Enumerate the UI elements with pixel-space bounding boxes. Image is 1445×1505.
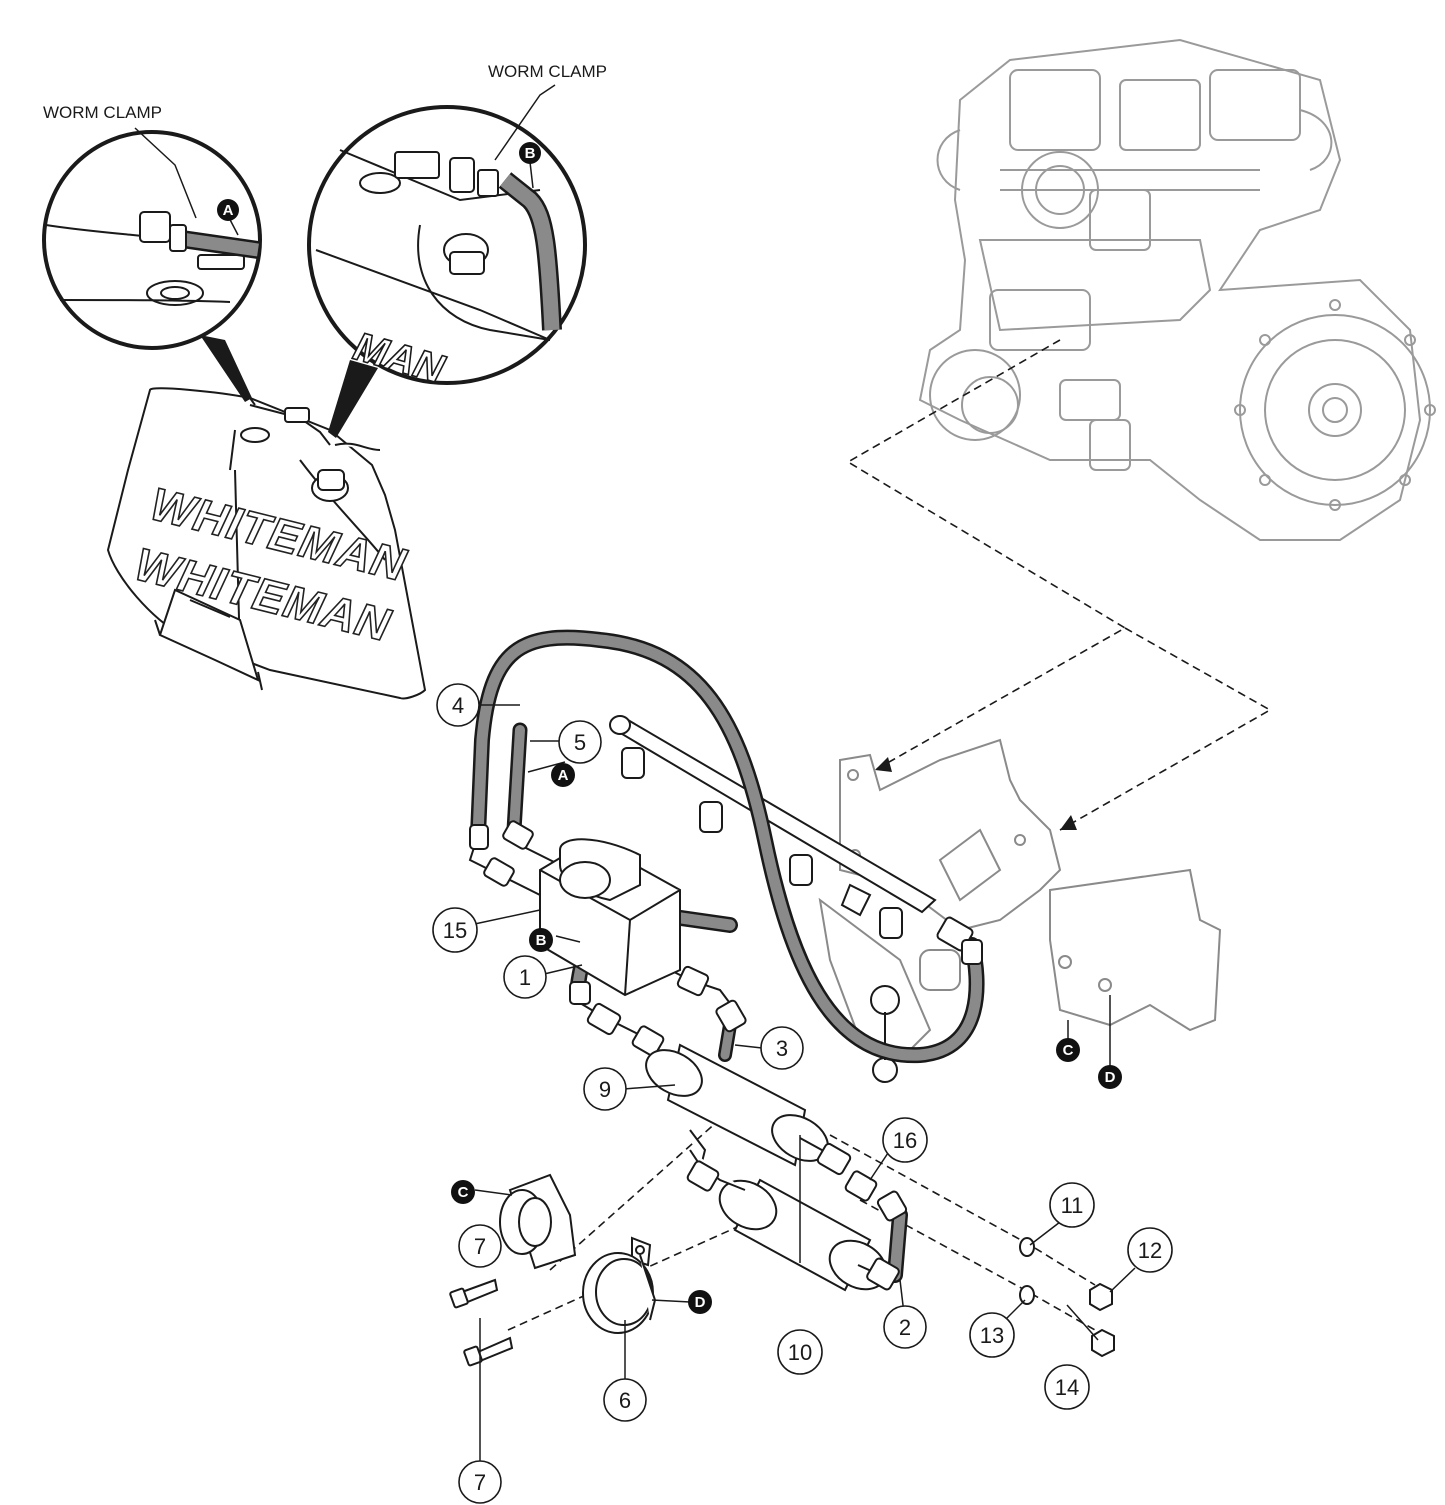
rubber-mount-c: [499, 1173, 577, 1270]
svg-text:7: 7: [474, 1470, 486, 1495]
engine-illustration: [918, 38, 1436, 541]
svg-text:1: 1: [519, 965, 531, 990]
callout-3: 3: [760, 1026, 804, 1070]
fuel-rail: [609, 715, 937, 1083]
ref-badge-a-detail: A: [217, 199, 239, 221]
svg-text:14: 14: [1055, 1375, 1079, 1400]
callout-6: 6: [603, 1378, 647, 1422]
callout-1: 1: [503, 955, 547, 999]
svg-text:A: A: [223, 202, 234, 219]
bolts-7: [449, 1278, 514, 1367]
worm-clamp-leaders: [134, 84, 556, 219]
hose-5: [506, 722, 528, 838]
callout-10: 10: [777, 1329, 823, 1375]
svg-text:3: 3: [776, 1036, 788, 1061]
callout-4: 4: [436, 683, 480, 727]
svg-text:C: C: [458, 1184, 469, 1201]
ref-badge-d-bracket: D: [1098, 1065, 1122, 1089]
callout-13: 13: [969, 1312, 1015, 1358]
svg-text:7: 7: [474, 1234, 486, 1259]
callout-12: 12: [1127, 1227, 1173, 1273]
svg-text:16: 16: [893, 1128, 917, 1153]
fuel-tank: [106, 387, 427, 700]
callout-11: 11: [1049, 1182, 1095, 1228]
callout-2: 2: [883, 1305, 927, 1349]
callout-15: 15: [432, 907, 478, 953]
worm-clamp-label-left: WORM CLAMP: [43, 103, 162, 122]
svg-text:12: 12: [1138, 1238, 1162, 1263]
hose-4: [470, 629, 985, 1064]
hose-2: [887, 1207, 908, 1283]
band-clamp-6: [582, 1236, 657, 1334]
svg-text:C: C: [1063, 1042, 1074, 1059]
fuel-injectors: [621, 747, 903, 939]
svg-text:10: 10: [788, 1340, 812, 1365]
svg-text:5: 5: [574, 730, 586, 755]
svg-text:D: D: [1105, 1069, 1116, 1086]
callout-9: 9: [583, 1067, 627, 1111]
ref-badge-b-detail: B: [519, 142, 541, 164]
callout-7-upper: 7: [458, 1224, 502, 1268]
ref-badge-d-clamp: D: [688, 1290, 712, 1314]
ref-badge-b-hose: B: [529, 928, 553, 952]
callout-7-lower: 7: [458, 1460, 502, 1504]
svg-text:11: 11: [1061, 1193, 1084, 1218]
ref-badge-c-bracket: C: [1056, 1038, 1080, 1062]
svg-text:A: A: [558, 767, 569, 784]
svg-text:D: D: [695, 1294, 706, 1311]
ref-badge-a-hose: A: [551, 763, 575, 787]
worm-clamp-label-right: WORM CLAMP: [488, 62, 607, 81]
washers-and-nuts: [1019, 1237, 1115, 1358]
detail-pointers: [200, 335, 378, 438]
fuel-pump: [539, 838, 681, 997]
svg-text:B: B: [536, 932, 547, 949]
detail-circle-a: [42, 130, 262, 350]
svg-text:2: 2: [899, 1315, 911, 1340]
svg-text:4: 4: [452, 693, 464, 718]
detail-circle-b: MAN: [307, 105, 587, 393]
callout-16: 16: [882, 1117, 928, 1163]
svg-text:13: 13: [980, 1323, 1004, 1348]
svg-text:B: B: [525, 145, 536, 162]
flywheel-bolts: [1234, 299, 1436, 511]
svg-text:15: 15: [443, 918, 467, 943]
callout-5: 5: [558, 720, 602, 764]
callout-14: 14: [1044, 1364, 1090, 1410]
fuel-filter-10: [686, 1149, 908, 1292]
svg-text:6: 6: [619, 1388, 631, 1413]
ref-badge-c-clamp: C: [451, 1180, 475, 1204]
svg-text:9: 9: [599, 1077, 611, 1102]
fuel-filter-9: [645, 1043, 852, 1176]
